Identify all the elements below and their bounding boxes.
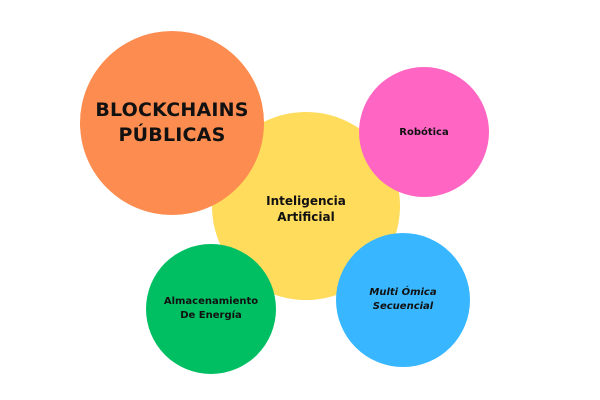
robotics-circle: Robótica — [359, 67, 489, 197]
blockchains-circle: BLOCKCHAINS PÚBLICAS — [80, 31, 264, 215]
blockchains-label: BLOCKCHAINS PÚBLICAS — [95, 99, 249, 146]
ai-label: Inteligencia Artificial — [266, 194, 346, 224]
robotics-label: Robótica — [399, 126, 449, 138]
multi-omics-label: Multi Ómica Secuencial — [369, 287, 437, 312]
multi-omics-circle: Multi Ómica Secuencial — [336, 233, 470, 367]
energy-storage-circle: Almacenamiento De Energía — [146, 244, 276, 374]
energy-storage-label: Almacenamiento De Energía — [163, 296, 259, 321]
